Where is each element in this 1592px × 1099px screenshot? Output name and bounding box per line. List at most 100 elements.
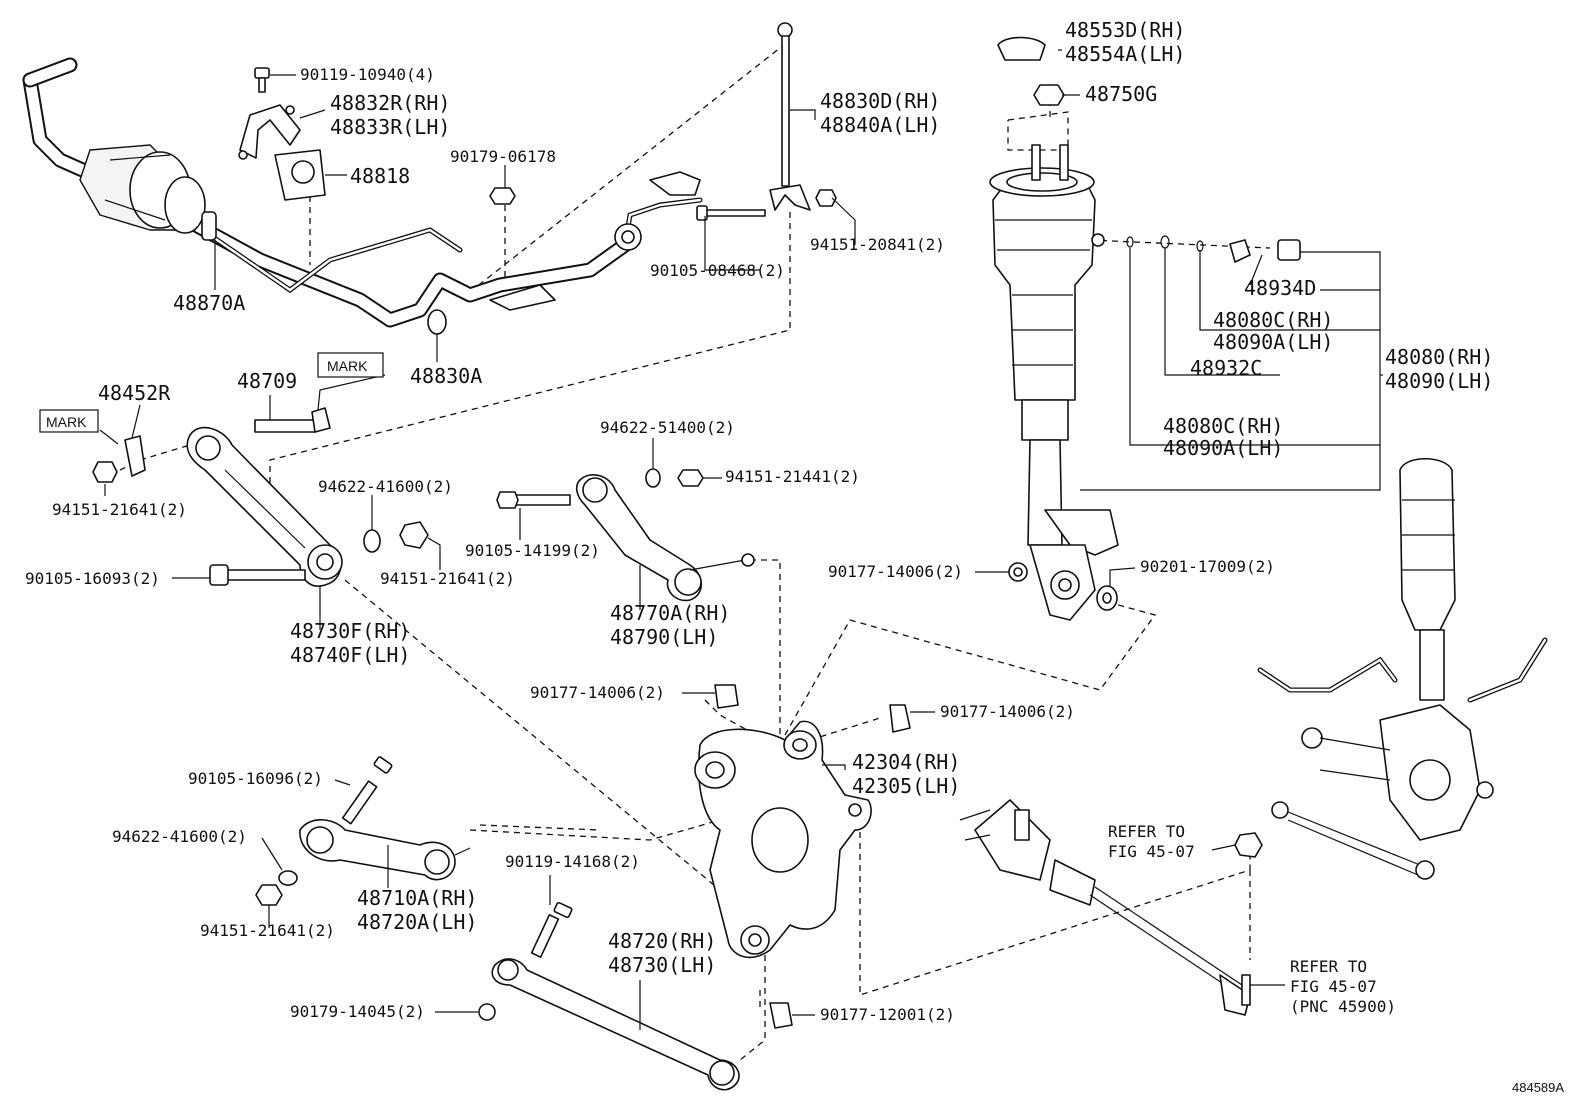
label-94151-21641-b: 94151-21641(2)	[380, 569, 515, 588]
label-48720a: 48720A(LH)	[357, 910, 477, 934]
label-48740f: 48740F(LH)	[290, 643, 410, 667]
bolt-90105-14199	[496, 491, 571, 509]
label-48830d: 48830D(RH)	[820, 89, 940, 113]
bolt-90119-10940	[254, 67, 270, 93]
assembled-view	[1257, 458, 1548, 880]
drive-shaft	[959, 799, 1251, 1016]
bushing-90177-12001	[769, 1002, 793, 1029]
label-48553d: 48553D(RH)	[1065, 18, 1185, 42]
label-48090a-1: 48090A(LH)	[1213, 330, 1333, 354]
tie-rod-end	[1241, 974, 1251, 1006]
label-48730f: 48730F(RH)	[290, 619, 410, 643]
stabilizer-link	[769, 22, 811, 211]
nut-94151-21441	[677, 469, 704, 487]
label-48452r: 48452R	[98, 381, 171, 405]
label-94151-21641-c: 94151-21641(2)	[200, 921, 335, 940]
nut-94151-21641-a	[92, 461, 118, 483]
refer-2-line-2: FIG 45-07	[1290, 977, 1377, 996]
label-90177-12001: 90177-12001(2)	[820, 1005, 955, 1024]
label-90105-16096: 90105-16096(2)	[188, 769, 323, 788]
label-48790: 48790(LH)	[610, 625, 718, 649]
control-arm-48730f	[186, 426, 343, 587]
washer-90201-17009	[1096, 585, 1118, 611]
label-48709: 48709	[237, 369, 297, 393]
steering-knuckle	[694, 720, 872, 959]
mark-label-1: MARK	[46, 414, 87, 430]
label-48934d: 48934D	[1244, 276, 1316, 300]
label-90119-10940: 90119-10940(4)	[300, 65, 435, 84]
label-90105-08468: 90105-08468(2)	[650, 261, 785, 280]
label-48080: 48080(RH)	[1385, 345, 1493, 369]
control-arm-48710a	[299, 819, 471, 881]
label-48870a: 48870A	[173, 291, 245, 315]
part-labels: 48553D(RH) 48554A(LH) 48750G 90119-10940…	[25, 18, 1564, 1095]
label-90119-14168: 90119-14168(2)	[505, 852, 640, 871]
bolt-90105-16096	[341, 756, 393, 825]
label-48090: 48090(LH)	[1385, 369, 1493, 393]
label-42304: 42304(RH)	[852, 750, 960, 774]
stabilizer-bracket	[238, 104, 301, 160]
refer-2-line-1: REFER TO	[1290, 957, 1367, 976]
label-90105-14199: 90105-14199(2)	[465, 541, 600, 560]
strut-cap-48553d	[997, 36, 1046, 61]
washer-94622-41600-a	[363, 529, 381, 553]
washer-90177-14006-a	[1008, 562, 1028, 582]
label-94151-21641-a: 94151-21641(2)	[52, 500, 187, 519]
label-48833r: 48833R(LH)	[330, 115, 450, 139]
label-94151-21441: 94151-21441(2)	[725, 467, 860, 486]
washer-94622-51400	[645, 468, 661, 488]
label-48770a: 48770A(RH)	[610, 601, 730, 625]
figure-code: 484589A	[1512, 1080, 1564, 1095]
label-90177-14006-a: 90177-14006(2)	[828, 562, 963, 581]
label-48750g: 48750G	[1085, 82, 1157, 106]
bushing-90177-14006-b	[714, 684, 739, 709]
label-48932c: 48932C	[1190, 356, 1262, 380]
plate-48452r	[124, 435, 146, 477]
washer-94622-41600-b	[278, 870, 298, 886]
label-90177-14006-b: 90177-14006(2)	[530, 683, 665, 702]
label-48080c-2: 48080C(RH)	[1163, 414, 1283, 438]
bolt-90105-16093	[209, 564, 306, 586]
label-48710a: 48710A(RH)	[357, 886, 477, 910]
mark-box-2: MARK	[317, 352, 384, 378]
stabilizer-actuator	[79, 144, 217, 241]
bolt-48709	[254, 407, 331, 433]
label-90179-06178: 90179-06178	[450, 147, 556, 166]
nut-90179-06178	[489, 187, 516, 205]
label-48090a-2: 48090A(LH)	[1163, 436, 1283, 460]
nut-94151-20841	[815, 189, 837, 207]
hub-nut	[1234, 832, 1263, 858]
label-90201-17009: 90201-17009(2)	[1140, 557, 1275, 576]
bolt-90105-08468	[696, 205, 766, 221]
nut-48750g	[1033, 84, 1065, 106]
control-arm-48770a	[575, 474, 755, 602]
mark-label-2: MARK	[327, 358, 368, 374]
bolt-90119-14168	[530, 901, 573, 958]
label-48554a: 48554A(LH)	[1065, 42, 1185, 66]
nut-90179-14045	[478, 1003, 496, 1021]
air-line-fittings	[1126, 235, 1301, 263]
mark-box-1: MARK	[39, 409, 99, 433]
bushing-90177-14006-c	[889, 704, 911, 733]
bushing-48830a	[427, 309, 447, 335]
label-94622-41600-b: 94622-41600(2)	[112, 827, 247, 846]
label-48840a: 48840A(LH)	[820, 113, 940, 137]
nut-94151-21641-b	[399, 521, 429, 549]
label-94622-41600-a: 94622-41600(2)	[318, 477, 453, 496]
stabilizer-bushing	[274, 149, 326, 201]
control-arm-48720	[491, 958, 740, 1091]
label-48730: 48730(LH)	[608, 953, 716, 977]
label-90179-14045: 90179-14045(2)	[290, 1002, 425, 1021]
refer-1-line-1: REFER TO	[1108, 822, 1185, 841]
label-48818: 48818	[350, 164, 410, 188]
label-48720: 48720(RH)	[608, 929, 716, 953]
air-suspension-strut	[989, 144, 1119, 621]
refer-2-line-3: (PNC 45900)	[1290, 997, 1396, 1016]
label-48832r: 48832R(RH)	[330, 91, 450, 115]
label-94622-51400: 94622-51400(2)	[600, 418, 735, 437]
leader-lines	[99, 49, 1383, 1030]
label-48830a: 48830A	[410, 364, 482, 388]
label-42305: 42305(LH)	[852, 774, 960, 798]
